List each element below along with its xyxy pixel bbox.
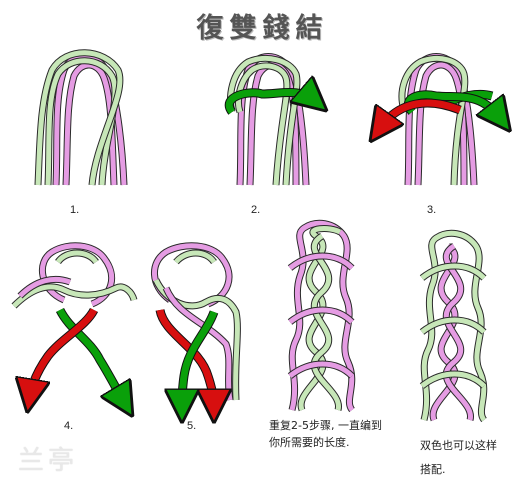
two-color-note-line-1: 双色也可以这样 [420,439,497,452]
step-5-label: 5. [187,420,197,432]
step-1-figure [34,49,128,186]
repeat-instruction: 重复2-5步骤, 一直编到 你所需要的长度. [269,417,409,451]
two-color-note-line-2: 搭配. [420,463,446,476]
green-arrow [56,308,124,402]
watermark: 兰亭 [18,446,79,476]
repeat-instruction-line-1: 重复2-5步骤, 一直编到 [269,419,382,432]
two-color-note: 双色也可以这样 搭配. [420,434,520,482]
step-2-figure [224,53,314,186]
step-3-label: 3. [427,204,437,216]
green-arrow [225,93,314,115]
step-1-label: 1. [70,204,80,216]
step-3-figure [380,53,500,186]
step-4-label: 4. [64,420,74,432]
diagram-title: 復雙錢結 [196,13,329,44]
red-arrow [30,308,98,396]
step-4-figure [11,242,138,402]
repeated-knot-figure [287,219,356,413]
red-arrow [380,99,462,128]
two-color-knot-figure [419,229,488,423]
step-2-label: 2. [251,204,261,216]
repeat-instruction-line-2: 你所需要的长度. [269,436,350,449]
step-5-figure [151,242,241,406]
red-arrow [156,309,214,406]
green-arrow [182,310,218,406]
green-cord [34,49,124,186]
